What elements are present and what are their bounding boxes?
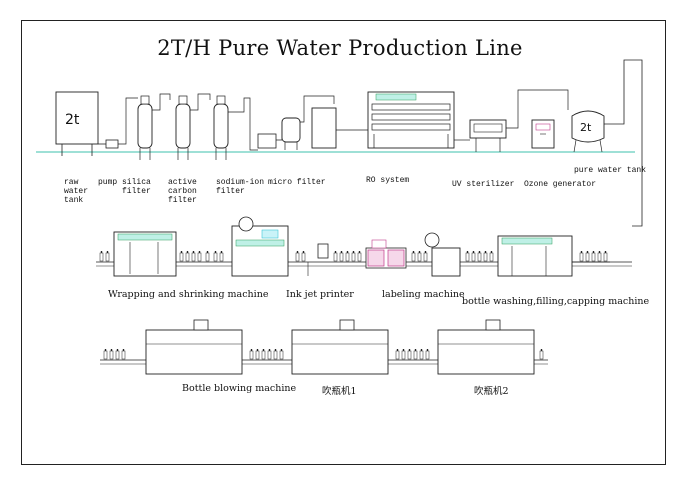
bottle-row3 [407,349,412,360]
label-ro-system: RO system [366,176,410,185]
bottle-row2 [477,251,482,262]
label-bottle-blowing-machine: Bottle blowing machine [182,383,297,394]
bottle-row3 [249,349,254,360]
raw-water-tank: 2t [55,91,99,156]
bottle-row3 [103,349,108,360]
bottle-row2 [213,251,218,262]
bottle-row3 [419,349,424,360]
uv-sterilizer [469,89,569,152]
bottle-row2 [585,251,590,262]
pure-water-tank: 2t [571,59,643,227]
label-wrapping-machine: Wrapping and shrinking machine [108,289,269,300]
bottle-row3 [109,349,114,360]
bottle-row2 [423,251,428,262]
bottle-row2 [345,251,350,262]
bottle-row2 [197,251,202,262]
bottle-row2 [351,251,356,262]
label-uv-sterilizer: UV sterilizer [452,180,515,189]
bottle-row2 [579,251,584,262]
bottle-row2 [185,251,190,262]
label-raw-water-tank: raw water tank [64,178,89,205]
label-blowing-machine-2: 吹瓶机2 [474,386,509,397]
bottle-row2 [417,251,422,262]
label-ozone-generator: Ozone generator [524,180,597,189]
pure-tank-capacity: 2t [580,121,592,134]
bottle-row2 [357,251,362,262]
bottle-row2 [105,251,110,262]
bottle-row2 [411,251,416,262]
label-active-carbon-filter: active carbon filter [168,178,197,205]
bottle-row2 [483,251,488,262]
active-carbon-filter [175,93,211,160]
bottle-row3 [539,349,544,360]
bottle-blowing-machine-a [145,319,243,375]
bottle-row3 [395,349,400,360]
bottle-row3 [255,349,260,360]
label-silica-filter: silica filter [122,178,151,196]
bottle-row2 [597,251,602,262]
bottle-row2 [471,251,476,262]
pump [98,97,138,149]
bottle-row3 [413,349,418,360]
diagram-frame [21,20,666,465]
raw-tank-capacity: 2t [65,112,80,128]
labeling-machine [365,232,461,277]
bottle-row3 [279,349,284,360]
silica-filter [137,93,171,160]
diagram-title: 2T/H Pure Water Production Line [157,36,523,60]
bottle-row3 [273,349,278,360]
label-washing-filling-capping: bottle washing,filling,capping machine [462,296,650,307]
bottle-row3 [401,349,406,360]
label-blowing-machine-1: 吹瓶机1 [322,386,357,397]
bottle-row2 [591,251,596,262]
bottle-row2 [333,251,338,262]
bottle-row2 [205,251,210,262]
bottle-row2 [179,251,184,262]
ink-jet-printer [307,243,329,276]
bottle-blowing-machine-1 [291,319,389,375]
bottle-row2 [191,251,196,262]
bottle-row2 [489,251,494,262]
bottle-row2 [603,251,608,262]
label-pump: pump [98,178,118,187]
bottle-row2 [465,251,470,262]
label-labeling-machine: labeling machine [382,289,465,300]
washing-filling-capping-machine [497,235,610,277]
bottle-row2 [301,251,306,262]
bottle-row3 [115,349,120,360]
bottle-row3 [425,349,430,360]
sodium-ion-filter [213,95,258,160]
label-sodium-ion-filter: sodium-ion filter [216,178,265,196]
bottle-row2 [219,251,224,262]
label-pure-water-tank: pure water tank [574,166,647,175]
label-micro-filter: micro filter [268,178,326,187]
micro-filter [257,95,368,150]
ozone-generator [531,119,555,149]
bottle-row3 [261,349,266,360]
bottle-row2 [295,251,300,262]
wrapping-shrinking-machine [113,216,289,277]
label-ink-jet-printer: Ink jet printer [286,289,354,300]
bottle-row3 [267,349,272,360]
ro-system [367,91,470,149]
bottle-row3 [121,349,126,360]
bottle-blowing-machine-2 [437,319,535,375]
bottle-row2 [99,251,104,262]
bottle-row2 [339,251,344,262]
